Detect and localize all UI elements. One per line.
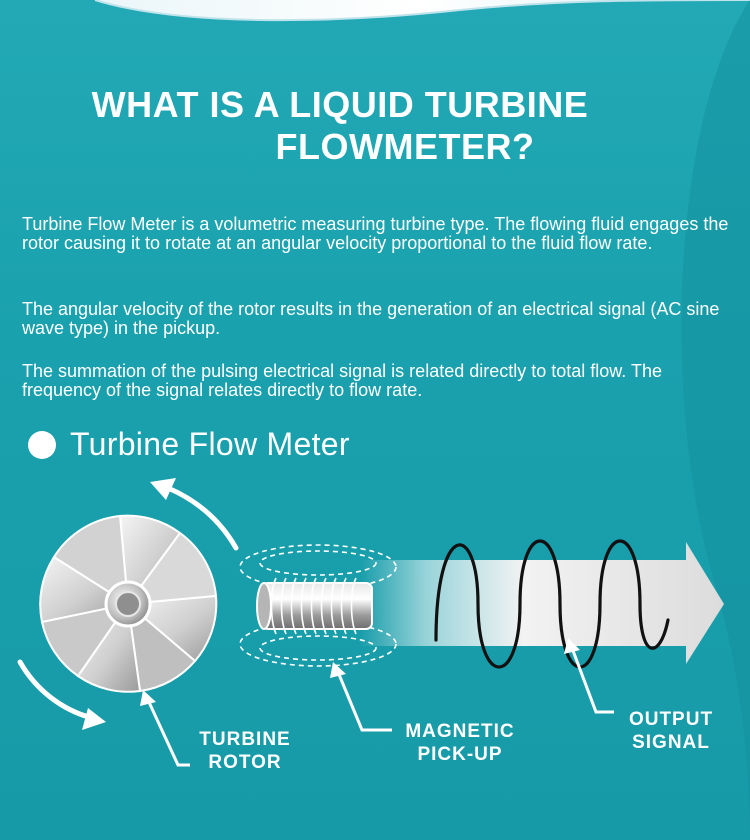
paragraph-definition: Turbine Flow Meter is a volumetric measu… (22, 214, 729, 253)
callout-turbine-rotor: TURBINE ROTOR (186, 728, 304, 774)
top-wave-decoration (94, 0, 750, 22)
callout-pickup-line-2: PICK-UP (417, 744, 503, 765)
callout-output-line-2: SIGNAL (632, 732, 710, 753)
callout-pickup-line-1: MAGNETIC (405, 721, 515, 742)
magnetic-coil-icon (256, 577, 373, 635)
turbine-diagram (17, 478, 724, 767)
callout-output-signal: OUTPUT SIGNAL (616, 708, 726, 754)
callout-output-line-1: OUTPUT (628, 709, 714, 730)
title-line-2: FLOWMETER? (275, 126, 535, 167)
paragraph-angular-velocity: The angular velocity of the rotor result… (22, 299, 720, 338)
title-line-1: WHAT IS A LIQUID TURBINE (91, 84, 589, 125)
callout-magnetic-pickup: MAGNETIC PICK-UP (394, 720, 526, 766)
page-title: WHAT IS A LIQUID TURBINE FLOWMETER? (0, 84, 750, 168)
callout-rotor-line-2: ROTOR (208, 752, 282, 773)
sine-wave-icon (434, 539, 670, 669)
side-wave-decoration (681, 0, 750, 840)
callout-rotor-line-1: TURBINE (199, 729, 291, 750)
turbine-rotor-icon (39, 514, 218, 693)
callout-leaders (146, 647, 614, 767)
bullet-icon (28, 430, 56, 459)
signal-arrow-icon (360, 542, 724, 664)
rotation-arrow-icon (17, 478, 239, 730)
section-heading-label: Turbine Flow Meter (70, 426, 350, 462)
paragraph-signal: The summation of the pulsing electrical … (22, 361, 662, 400)
section-heading: Turbine Flow Meter (28, 426, 350, 463)
